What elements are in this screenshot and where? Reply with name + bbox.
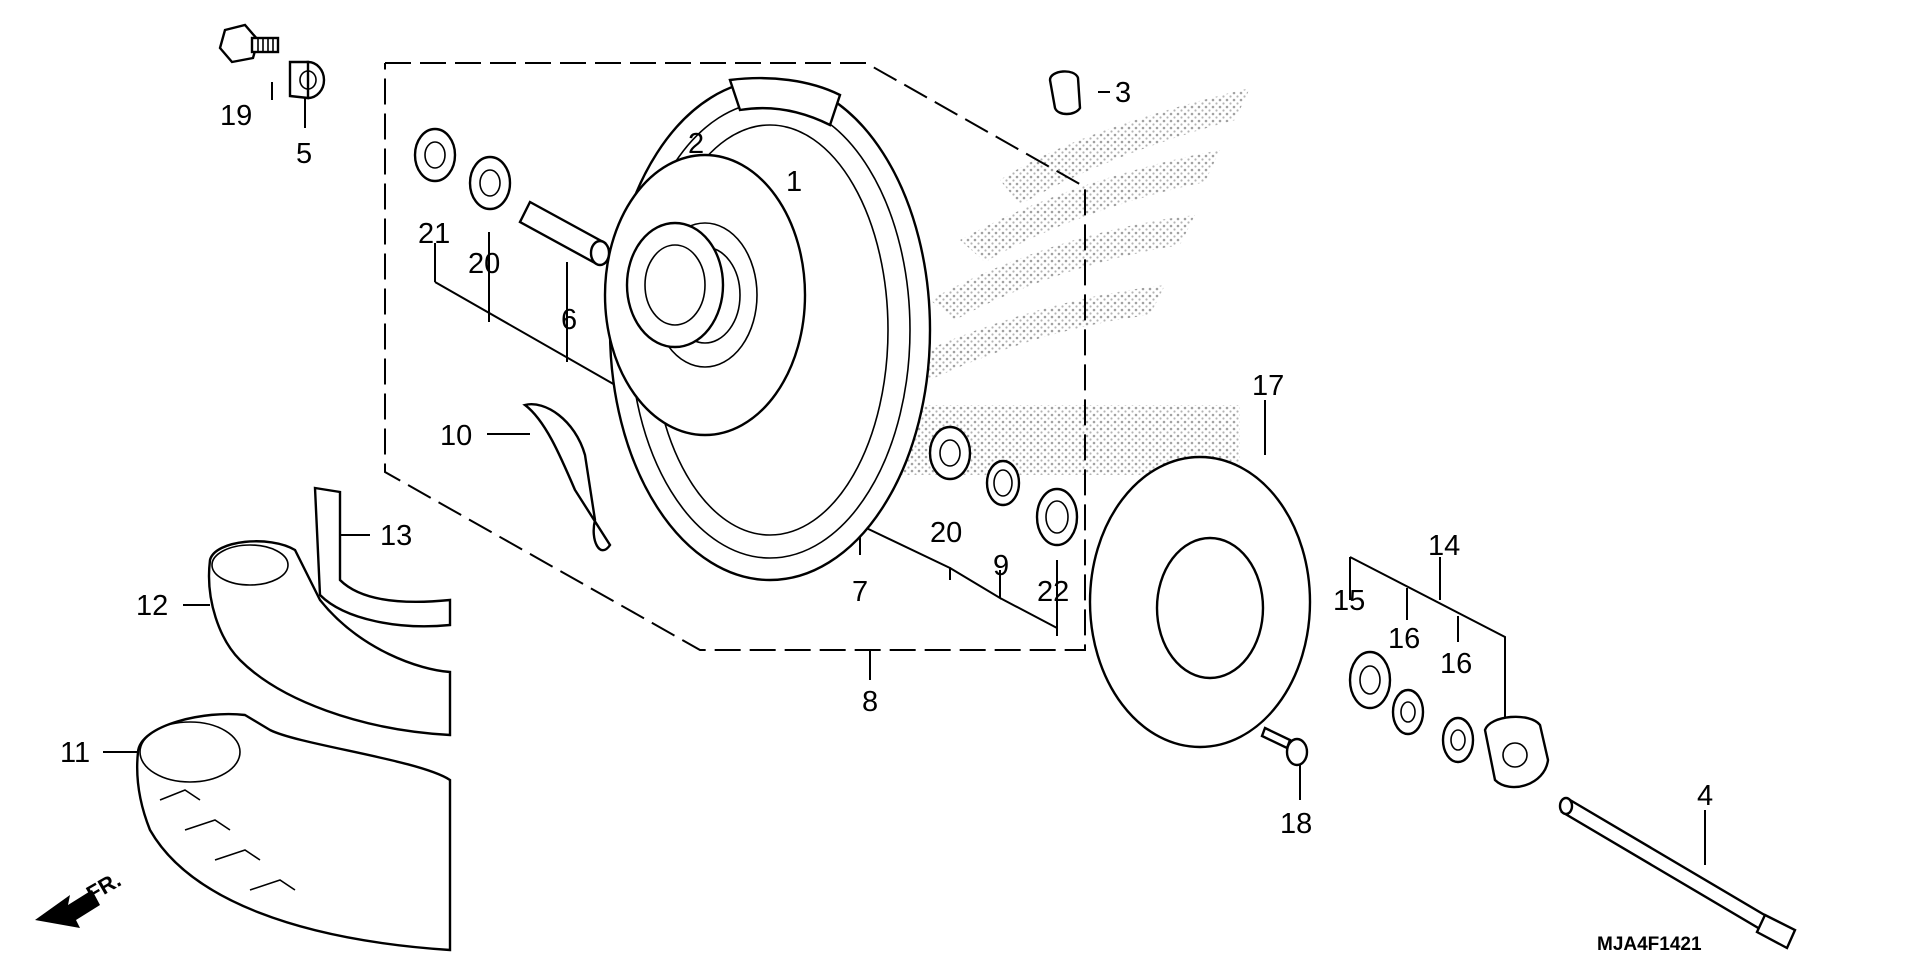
front-wheel-rim	[603, 78, 932, 582]
callout-8: 8	[862, 686, 878, 718]
speedometer-gearbox-14	[1483, 715, 1550, 789]
dust-seal-22	[1035, 487, 1079, 547]
watermark-logo	[880, 88, 1250, 475]
bearing-20-left	[468, 155, 512, 211]
tube-12	[207, 540, 452, 737]
callout-11: 11	[60, 737, 90, 769]
distance-collar-6	[518, 200, 611, 267]
rim-strip-10	[522, 403, 612, 552]
washer-16-left	[1391, 688, 1425, 736]
callout-14: 14	[1428, 530, 1460, 562]
bolt-18	[1260, 726, 1309, 767]
callout-2: 2	[688, 128, 704, 160]
washer-16-right	[1441, 716, 1475, 764]
collar-5	[288, 60, 326, 100]
callout-18: 18	[1280, 808, 1312, 840]
callout-16-left: 16	[1388, 623, 1420, 655]
callout-17: 17	[1252, 370, 1284, 402]
callout-4: 4	[1697, 780, 1713, 812]
callout-12: 12	[136, 590, 168, 622]
balance-weight-2	[728, 76, 842, 127]
callout-1: 1	[786, 166, 802, 198]
diagram-code: MJA4F1421	[1597, 934, 1702, 955]
rim-band-13	[313, 486, 452, 628]
callout-19: 19	[220, 100, 252, 132]
callout-labels: 1 2 3 4 5 6 7 8 9 10 11 12 13 14 15 16 1…	[60, 77, 1713, 840]
front-axle-4	[1558, 796, 1797, 950]
callout-6: 6	[561, 304, 577, 336]
circlip-9	[985, 459, 1021, 507]
callout-16-right: 16	[1440, 648, 1472, 680]
callout-20-left: 20	[468, 248, 500, 280]
callout-22: 22	[1037, 576, 1069, 608]
assembly-boundary	[384, 62, 1086, 651]
callout-3: 3	[1115, 77, 1131, 109]
callout-7: 7	[852, 576, 868, 608]
callout-9: 9	[993, 550, 1009, 582]
callout-10: 10	[440, 420, 472, 452]
speedometer-gear-15	[1348, 650, 1392, 710]
callout-21: 21	[418, 218, 450, 250]
flange-bolt-19	[218, 23, 280, 64]
brake-disk-17	[1088, 455, 1312, 749]
callout-13: 13	[380, 520, 412, 552]
tire-11	[135, 712, 452, 952]
front-direction-arrow: FR.	[35, 867, 125, 928]
valve-cap-3	[1048, 70, 1082, 116]
callout-20-right: 20	[930, 517, 962, 549]
bearing-21	[413, 127, 457, 183]
callout-5: 5	[296, 138, 312, 170]
bearing-20-right	[928, 425, 972, 481]
callout-15: 15	[1333, 585, 1365, 617]
